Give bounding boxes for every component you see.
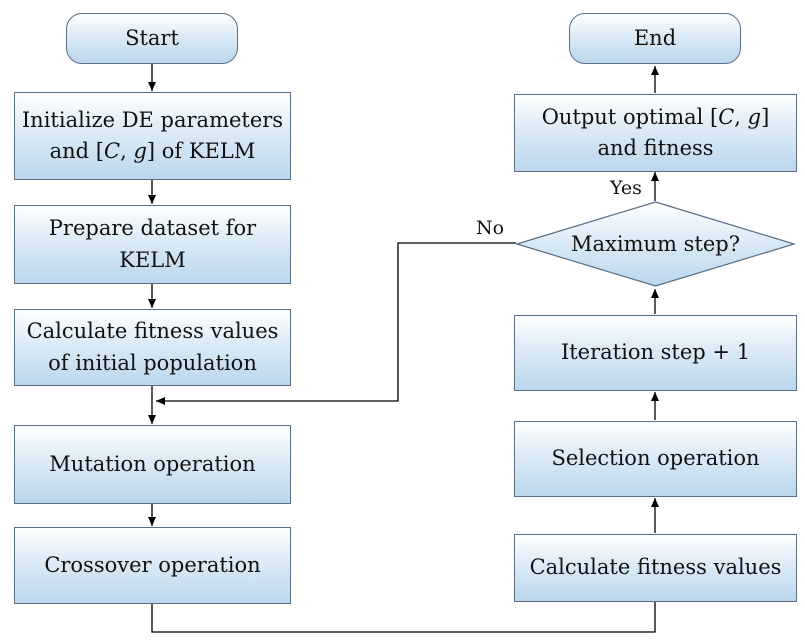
- init-g: g: [133, 139, 147, 163]
- prepare-dataset-label: Prepare dataset for KELM: [48, 216, 257, 272]
- calc-fitness-label: Calculate fitness values: [529, 555, 782, 580]
- init-line2-pre: and [: [49, 139, 104, 163]
- yes-label: Yes: [610, 177, 642, 199]
- crossover-label: Crossover operation: [44, 552, 261, 577]
- out-pre: Output optimal [: [541, 104, 719, 129]
- crossover-node: Crossover operation: [14, 527, 291, 604]
- initialize-label: Initialize DE parameters and [C, g] of KE…: [22, 105, 283, 168]
- start-label: Start: [125, 25, 179, 50]
- mutation-node: Mutation operation: [14, 425, 291, 504]
- out-line2: and fitness: [597, 136, 714, 160]
- initialize-node: Initialize DE parameters and [C, g] of KE…: [14, 92, 291, 180]
- arrow-decision-no-loop: [156, 242, 516, 405]
- output-label: Output optimal [C, g] and fitness: [542, 102, 770, 165]
- init-c: C: [104, 139, 121, 163]
- iteration-label: Iteration step + 1: [560, 340, 751, 365]
- out-post: ]: [761, 104, 770, 129]
- decision-label: Maximum step?: [571, 232, 740, 256]
- selection-node: Selection operation: [514, 421, 797, 497]
- decision-diamond: [516, 201, 795, 287]
- calc-fitness-node: Calculate fitness values: [514, 534, 797, 602]
- end-label: End: [633, 25, 677, 50]
- mutation-label: Mutation operation: [49, 451, 256, 476]
- init-line1: Initialize DE parameters: [21, 107, 284, 132]
- output-node: Output optimal [C, g] and fitness: [514, 94, 797, 172]
- calc-initial-fitness-node: Calculate fitness values of initial popu…: [14, 309, 291, 386]
- iteration-node: Iteration step + 1: [514, 315, 797, 391]
- start-node: Start: [66, 13, 238, 64]
- init-sep: ,: [120, 139, 134, 163]
- no-label: No: [476, 217, 505, 239]
- out-c: C: [718, 104, 735, 129]
- decision-node: Maximum step?: [516, 201, 795, 287]
- out-sep: ,: [734, 104, 748, 129]
- selection-label: Selection operation: [551, 446, 760, 471]
- calc-initial-fitness-label: Calculate fitness values of initial popu…: [26, 319, 279, 375]
- end-node: End: [569, 13, 741, 64]
- prepare-dataset-node: Prepare dataset for KELM: [14, 205, 291, 284]
- init-line2-post: ] of KELM: [146, 139, 256, 163]
- out-g: g: [747, 104, 762, 129]
